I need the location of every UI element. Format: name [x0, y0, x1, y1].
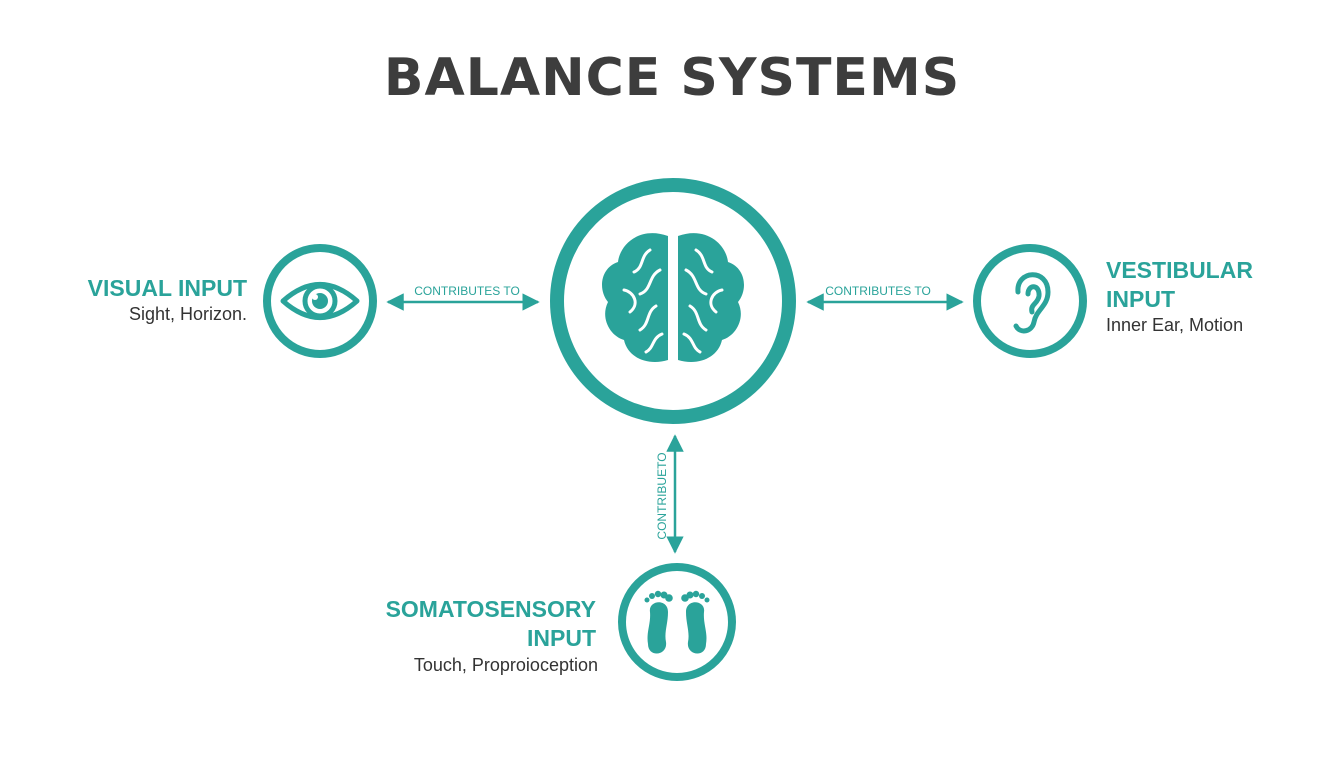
- left-connector-label: CONTRIBUTES TO: [414, 284, 520, 298]
- vestibular-title-line1: VESTIBULAR: [1106, 257, 1253, 283]
- eye-icon: [280, 282, 360, 320]
- visual-subtitle: Sight, Horizon.: [128, 304, 247, 324]
- bottom-connector-label: CONTRIBUETO: [655, 452, 669, 539]
- vestibular-subtitle: Inner Ear, Motion: [1106, 315, 1244, 335]
- visual-node: [263, 244, 377, 358]
- brain-icon: [602, 233, 744, 362]
- somatosensory-title-line1: SOMATOSENSORY: [385, 596, 596, 622]
- vestibular-title-line2: INPUT: [1106, 286, 1175, 312]
- somatosensory-subtitle: Touch, Proproioception: [413, 655, 598, 675]
- visual-title-text: VISUAL INPUT: [87, 275, 247, 301]
- visual-title: VISUAL INPUT: [40, 274, 247, 303]
- feet-icon: [644, 590, 710, 654]
- vestibular-node: [973, 244, 1087, 358]
- somatosensory-title: SOMATOSENSORY INPUT: [340, 595, 596, 653]
- brain-node: [550, 178, 796, 424]
- ear-icon: [1013, 272, 1051, 334]
- somatosensory-node: [618, 563, 736, 681]
- page-title: BALANCE SYSTEMS: [383, 48, 961, 108]
- vestibular-title: VESTIBULAR INPUT: [1106, 256, 1326, 314]
- somatosensory-title-line2: INPUT: [527, 625, 596, 651]
- right-connector-label: CONTRIBUTES TO: [825, 284, 931, 298]
